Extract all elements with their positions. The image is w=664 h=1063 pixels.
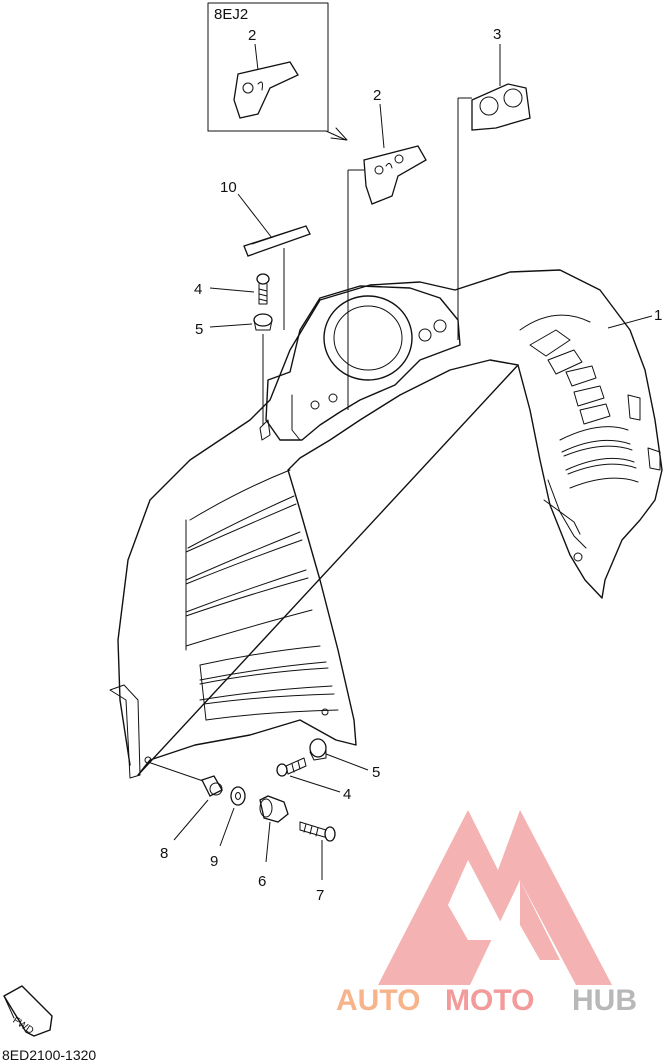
watermark-auto: AUTO <box>336 984 420 1017</box>
callout-4b: 4 <box>343 786 351 803</box>
grommet-part-5b <box>309 738 327 761</box>
callout-8: 8 <box>160 845 168 862</box>
watermark-text: AUTO MOTO HUB <box>336 984 637 1017</box>
variant-label: 8EJ2 <box>214 6 248 23</box>
diagram-code: 8ED2100-1320 <box>2 1047 96 1063</box>
bracket-part-2a <box>233 61 299 119</box>
callout-2b: 2 <box>373 87 381 104</box>
callout-10: 10 <box>220 179 237 196</box>
callout-2a: 2 <box>248 27 256 44</box>
screw-part-4b <box>276 757 307 777</box>
callout-1: 1 <box>654 307 662 324</box>
grommet-part-6 <box>259 795 289 823</box>
fwd-label: FWD <box>10 1015 35 1037</box>
screw-part-4a <box>256 273 270 305</box>
callout-7: 7 <box>316 887 324 904</box>
callout-5a: 5 <box>195 321 203 338</box>
collar-part-8 <box>201 775 223 797</box>
plate-part-3 <box>471 83 531 131</box>
strip-part-10 <box>243 225 311 257</box>
callout-6: 6 <box>258 873 266 890</box>
watermark-moto: MOTO <box>445 984 534 1017</box>
callout-9: 9 <box>210 853 218 870</box>
fwd-arrow-icon: FWD <box>3 985 53 1037</box>
watermark-hub: HUB <box>572 984 637 1017</box>
bracket-part-2b <box>363 145 427 205</box>
callout-4a: 4 <box>194 281 202 298</box>
washer-part-9 <box>230 786 246 806</box>
variant-box: 8EJ2 <box>207 2 348 141</box>
callout-5b: 5 <box>372 764 380 781</box>
watermark-logo-icon <box>378 810 612 985</box>
main-cover-part-1 <box>109 269 663 779</box>
callout-3: 3 <box>493 26 501 43</box>
grommet-part-5a <box>253 313 273 331</box>
screw-part-7 <box>299 821 336 842</box>
